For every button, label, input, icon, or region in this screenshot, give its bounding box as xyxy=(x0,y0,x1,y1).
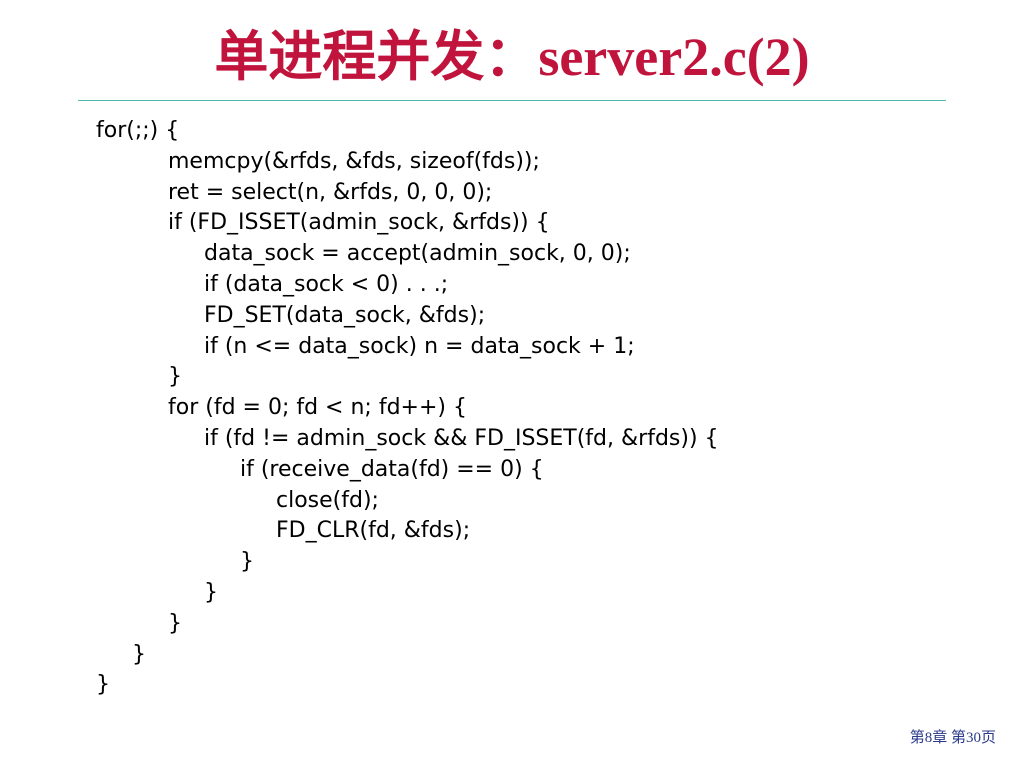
code-line: for (fd = 0; fd < n; fd++) { xyxy=(168,395,467,421)
code-line: } xyxy=(132,641,146,667)
code-line: } xyxy=(168,610,182,636)
code-line: if (n <= data_sock) n = data_sock + 1; xyxy=(204,333,635,359)
code-line: close(fd); xyxy=(276,487,379,513)
code-line: } xyxy=(204,579,218,605)
code-line: } xyxy=(168,364,182,390)
code-line: if (FD_ISSET(admin_sock, &rfds)) { xyxy=(168,210,550,236)
code-line: FD_SET(data_sock, &fds); xyxy=(204,302,486,328)
code-line: FD_CLR(fd, &fds); xyxy=(276,518,471,544)
page-number: 第8章 第30页 xyxy=(909,730,996,746)
code-line: } xyxy=(96,672,110,698)
slide-title: 单进程并发：server2.c(2) xyxy=(214,27,810,87)
code-line: data_sock = accept(admin_sock, 0, 0); xyxy=(204,241,631,267)
code-block: for(;;) { memcpy(&rfds, &fds, sizeof(fds)… xyxy=(96,116,719,701)
code-line: ret = select(n, &rfds, 0, 0, 0); xyxy=(168,179,493,205)
title-divider xyxy=(78,100,946,101)
code-line: for(;;) { xyxy=(96,118,180,143)
code-line: memcpy(&rfds, &fds, sizeof(fds)); xyxy=(168,148,540,174)
code-line: if (fd != admin_sock && FD_ISSET(fd, &rf… xyxy=(204,425,719,451)
code-line: if (data_sock < 0) . . .; xyxy=(204,271,449,297)
code-line: } xyxy=(240,549,254,575)
code-line: if (receive_data(fd) == 0) { xyxy=(240,456,544,482)
